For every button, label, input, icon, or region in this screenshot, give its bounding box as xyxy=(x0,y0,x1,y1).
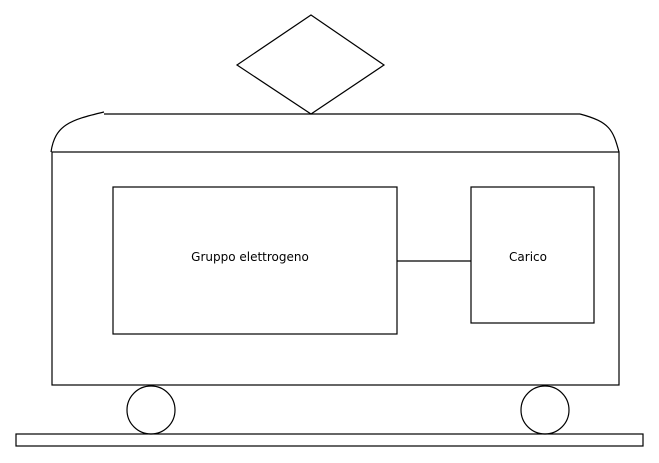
wheel-right xyxy=(520,385,570,435)
pantograph-diamond xyxy=(235,14,386,115)
load-box xyxy=(470,186,595,324)
roof-right-curve xyxy=(579,113,620,153)
car-body xyxy=(51,151,620,386)
roof-left-curve xyxy=(50,111,105,153)
rail xyxy=(15,433,644,447)
generator-label: Gruppo elettrogeno xyxy=(191,250,309,264)
load-label: Carico xyxy=(509,250,547,264)
wheel-left xyxy=(126,385,176,435)
